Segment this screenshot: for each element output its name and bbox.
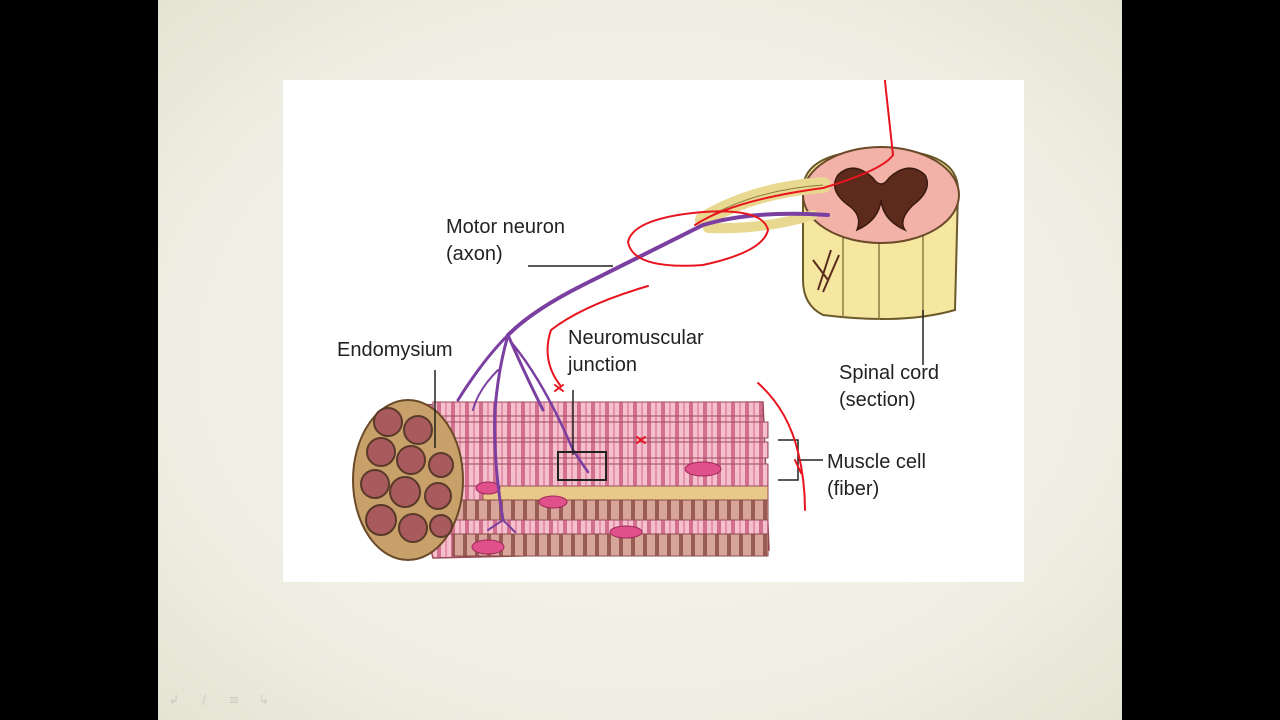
endomysium-label: Endomysium	[337, 337, 453, 364]
spinal-cord-section	[703, 147, 959, 320]
back-arrow-icon[interactable]: ↲	[166, 694, 182, 708]
muscle-cell-label: Muscle cell (fiber)	[827, 449, 926, 503]
menu-icon[interactable]: ≡	[226, 694, 242, 708]
forward-arrow-icon[interactable]: ↳	[256, 694, 272, 708]
motor-neuron-label: Motor neuron (axon)	[446, 214, 565, 268]
neuromuscular-junction-label: Neuromuscular junction	[568, 325, 704, 379]
slideshow-toolbar: ↲ ∕ ≡ ↳	[166, 694, 272, 708]
spinal-cord-label: Spinal cord (section)	[839, 360, 939, 414]
pen-icon[interactable]: ∕	[196, 694, 212, 708]
bundle-cross-section	[353, 400, 463, 560]
muscle-innervation-figure: Motor neuron (axon) Endomysium Neuromusc…	[283, 80, 1024, 582]
